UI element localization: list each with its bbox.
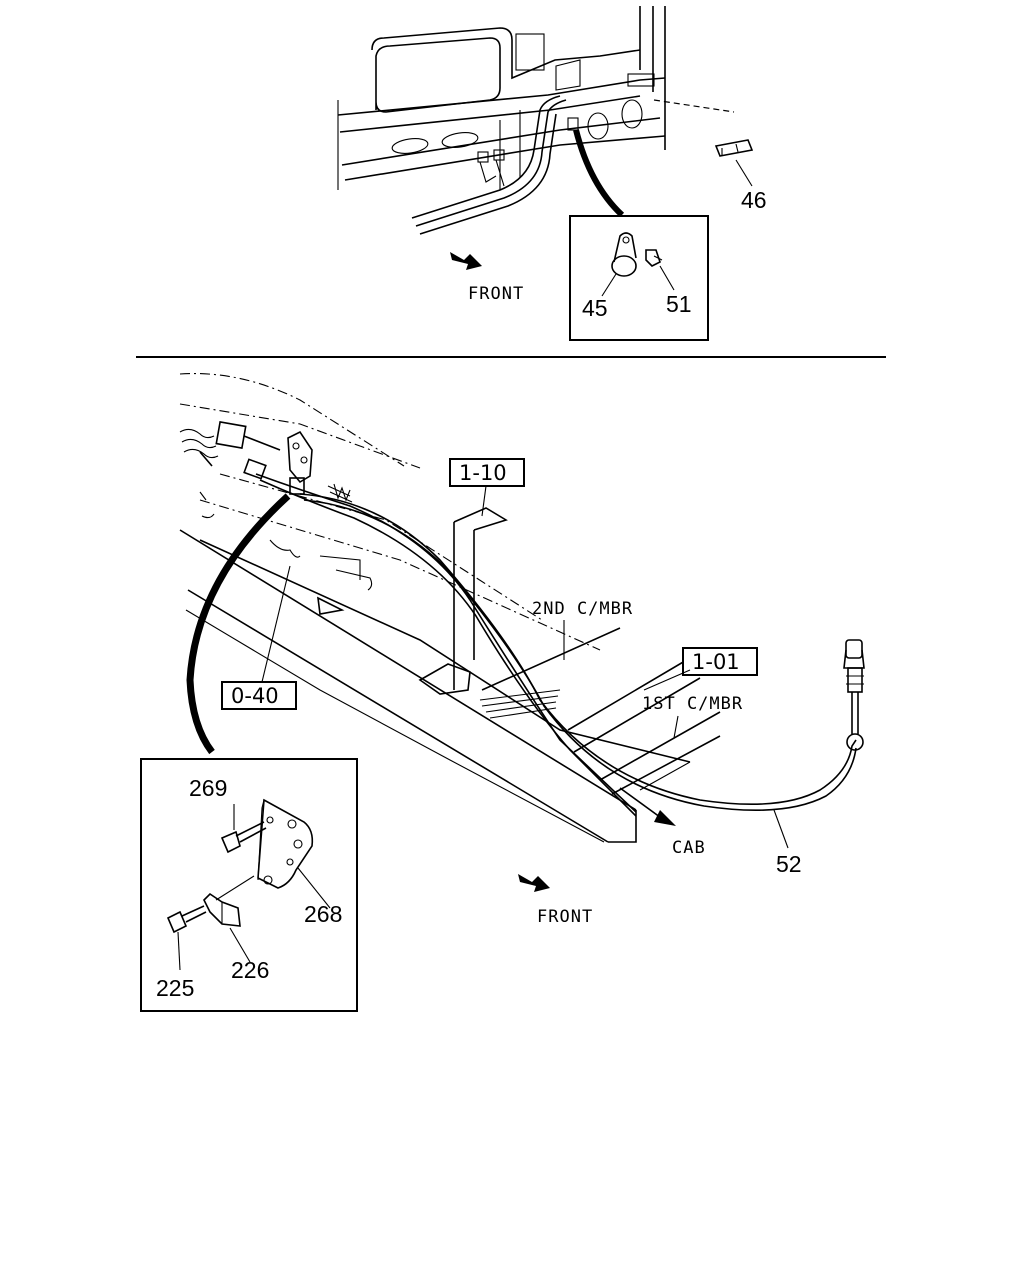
part-number-52: 52 <box>776 851 802 877</box>
part-number-46: 46 <box>741 187 767 213</box>
clip-226-icon <box>203 875 255 963</box>
cab-label: CAB <box>672 838 706 858</box>
detail-box-bracket <box>140 758 358 1012</box>
front-label-top: FRONT <box>468 284 524 304</box>
clamp-icon <box>601 232 637 297</box>
part-number-269: 269 <box>189 775 227 801</box>
top-view-body-section <box>337 6 735 235</box>
part-number-45: 45 <box>582 295 608 321</box>
part-number-268: 268 <box>304 901 342 927</box>
reference-box-1-01: 1-01 <box>643 647 758 691</box>
bottom-view-frame <box>179 373 721 843</box>
second-crossmember-label: 2ND C/MBR <box>532 599 633 619</box>
svg-text:1-01: 1-01 <box>692 650 740 674</box>
leader-first-crossmember <box>673 715 679 739</box>
part-46-cap <box>714 139 754 187</box>
first-crossmember-label: 1ST C/MBR <box>642 694 743 714</box>
part-number-51: 51 <box>666 291 692 317</box>
cable-end-fitting <box>843 639 865 751</box>
leader-52 <box>773 809 789 849</box>
front-arrow-top-icon <box>450 252 482 270</box>
svg-text:1-10: 1-10 <box>459 461 507 485</box>
bracket-icon <box>257 798 331 909</box>
brake-lever-assembly <box>179 420 353 503</box>
svg-text:0-40: 0-40 <box>231 684 279 708</box>
part-number-226: 226 <box>231 957 269 983</box>
reference-box-1-10: 1-10 <box>449 458 525 517</box>
front-label-bottom: FRONT <box>537 907 593 927</box>
brake-cables <box>255 473 857 817</box>
bolt-icon <box>645 249 675 291</box>
bolt-269-icon <box>220 804 267 854</box>
part-number-225: 225 <box>156 975 194 1001</box>
cab-arrow-icon <box>619 787 676 826</box>
detail-leader-curve <box>186 493 291 755</box>
front-arrow-bottom-icon <box>518 874 550 892</box>
bolt-225-icon <box>166 905 207 971</box>
reference-box-0-40: 0-40 <box>221 565 297 710</box>
detail-box-clamp <box>569 215 709 341</box>
